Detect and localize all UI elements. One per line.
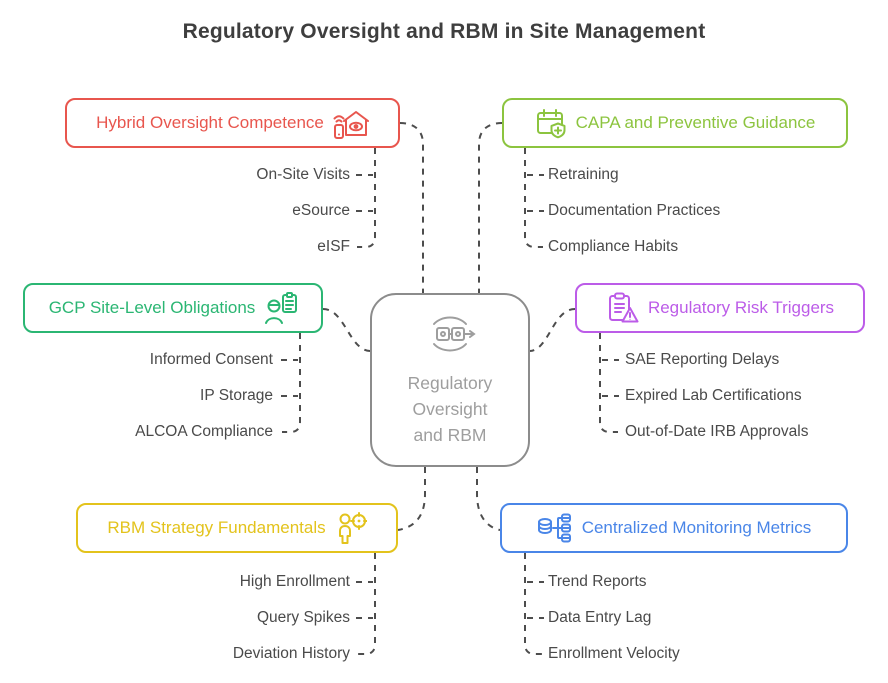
sub-item-retraining: Retraining [548,166,619,183]
center-node-label: Regulatory Oversight and RBM [408,370,493,448]
sub-item-trend-reports: Trend Reports [548,573,647,590]
sub-item-out-of-date-irb-approvals: Out-of-Date IRB Approvals [625,423,809,440]
branch-line-monitoring [524,553,543,655]
house-eye-phone-icon [333,108,369,139]
node-gcp-site-level-obligations: GCP Site-Level Obligations [23,283,323,333]
page-title: Regulatory Oversight and RBM in Site Man… [182,20,706,43]
node-label: Centralized Monitoring Metrics [581,518,812,537]
node-label: Regulatory Risk Triggers [647,298,835,317]
node-label: CAPA and Preventive Guidance [575,113,816,132]
branch-line-hybrid [357,148,376,248]
sub-item-documentation-practices: Documentation Practices [548,202,721,219]
node-label: GCP Site-Level Obligations [48,298,256,317]
branch-line-rbm [357,553,376,655]
clipboard-warning-icon [606,292,639,324]
sub-item-query-spikes: Query Spikes [256,609,350,626]
center-line-3: and RBM [413,424,487,445]
sub-item-ip-storage: IP Storage [200,387,273,404]
connector-center-to-monitoring [476,467,501,531]
connector-center-to-hybrid [399,122,424,293]
node-rbm-strategy-fundamentals: RBM Strategy Fundamentals [76,503,398,553]
node-centralized-monitoring-metrics: Centralized Monitoring Metrics [500,503,848,553]
connector-center-to-risk [529,308,576,352]
sub-item-alcoa-compliance: ALCOA Compliance [135,423,273,440]
sub-item-sae-reporting-delays: SAE Reporting Delays [625,351,780,368]
connector-center-to-capa [478,122,503,293]
sub-item-on-site-visits: On-Site Visits [256,166,350,183]
branch-line-risk [599,333,618,433]
sub-item-eisf: eISF [317,238,350,255]
connector-center-to-rbm [397,467,426,531]
person-clipboard-icon [264,292,298,324]
center-line-2: Oversight [412,398,488,419]
node-regulatory-risk-triggers: Regulatory Risk Triggers [575,283,865,333]
branch-line-gcp [282,333,301,433]
sub-item-high-enrollment: High Enrollment [239,573,350,590]
process-flow-cycle-icon [421,313,479,360]
sub-item-informed-consent: Informed Consent [149,351,273,368]
sub-item-esource: eSource [292,202,350,219]
sub-item-deviation-history: Deviation History [232,645,350,662]
sub-item-compliance-habits: Compliance Habits [548,238,679,255]
person-target-icon [335,511,367,545]
sub-item-enrollment-velocity: Enrollment Velocity [548,645,680,662]
node-capa-preventive-guidance: CAPA and Preventive Guidance [502,98,848,148]
sub-item-expired-lab-certifications: Expired Lab Certifications [625,387,802,404]
sub-item-data-entry-lag: Data Entry Lag [548,609,652,626]
node-label: Hybrid Oversight Competence [96,113,324,132]
connector-group [281,122,619,655]
database-branch-icon [537,513,573,543]
branch-line-capa [524,148,543,248]
node-hybrid-oversight-competence: Hybrid Oversight Competence [65,98,400,148]
center-line-1: Regulatory [407,372,493,393]
calendar-shield-plus-icon [535,107,567,139]
center-node: Regulatory Oversight and RBM [370,293,530,467]
node-label: RBM Strategy Fundamentals [107,518,326,537]
connector-center-to-gcp [322,308,371,352]
